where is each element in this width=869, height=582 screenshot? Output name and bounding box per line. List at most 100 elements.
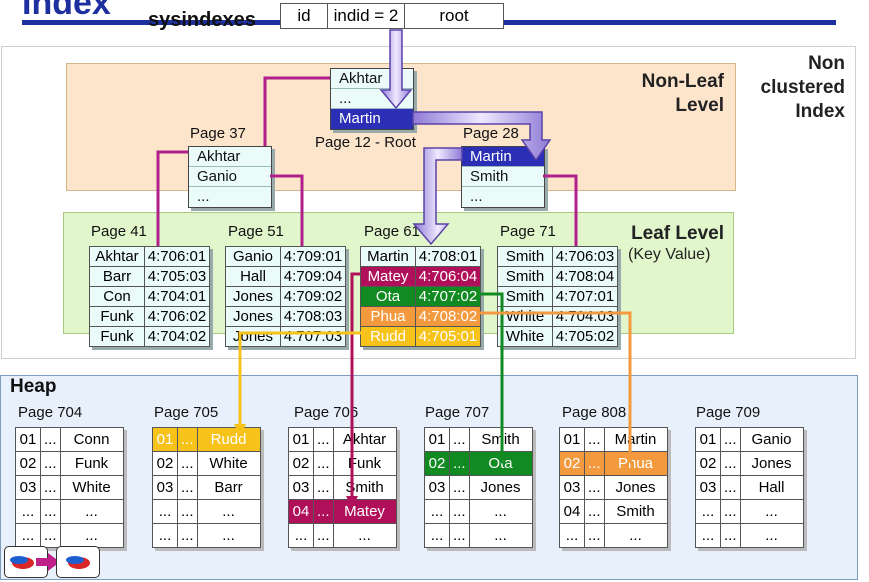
search-arrow-root-to-page28 (412, 111, 552, 162)
heap-row: 02...Funk (15, 451, 124, 476)
heap-value: Jones (603, 475, 668, 500)
leaf-key: Smith (497, 246, 553, 267)
heap-slot: 03 (288, 475, 314, 500)
heap-slot: 01 (288, 427, 314, 452)
leaf-page-label: Page 61 (364, 223, 420, 240)
heap-value: Jones (468, 475, 533, 500)
next-slide-icon (66, 556, 90, 569)
heap-value: ... (468, 499, 533, 524)
search-arrow-sysindexes-to-root (379, 29, 413, 110)
root-row: Akhtar (331, 69, 413, 89)
non-leaf-title-line1: Non-Leaf (641, 71, 724, 92)
heap-value: Matey (332, 499, 397, 524)
heap-row: ......... (15, 523, 124, 548)
heap-slot: ... (152, 499, 178, 524)
heap-slot: ... (424, 523, 450, 548)
heap-value: White (59, 475, 124, 500)
heap-value: Phua (603, 451, 668, 476)
root-row-highlighted: Martin (331, 109, 413, 129)
heap-row: 01...Ganio (695, 427, 804, 452)
heap-row: 02...Jones (695, 451, 804, 476)
heap-gap: ... (720, 499, 741, 524)
rid-pointer-rudd-head (234, 424, 246, 436)
leaf-rid: 4:708:02 (415, 306, 481, 327)
heap-value: ... (332, 523, 397, 548)
previous-slide-icon (10, 556, 34, 569)
leaf-key: Smith (497, 286, 553, 307)
heap-slot: ... (559, 523, 585, 548)
leaf-rid: 4:705:01 (415, 326, 481, 347)
heap-row: ......... (695, 523, 804, 548)
heap-slot: 03 (152, 475, 178, 500)
heap-row-matey: 04...Matey (288, 499, 397, 524)
heap-row: 02...White (152, 451, 261, 476)
next-slide-button[interactable] (56, 546, 100, 578)
heap-value: Akhtar (332, 427, 397, 452)
index-type-line3: Index (795, 101, 845, 122)
heap-page-705: 01...Rudd 02...White 03...Barr .........… (152, 427, 261, 548)
sysindexes-id-cell: id (280, 3, 328, 29)
search-arrow-page28-to-page61 (412, 147, 463, 246)
heap-row: ......... (424, 499, 533, 524)
rid-pointer-matey-head (346, 496, 358, 508)
heap-gap: ... (720, 427, 741, 452)
heap-page-label: Page 808 (562, 404, 627, 421)
sysindexes-entry: id indid = 2 root (280, 3, 504, 29)
index-type-line1: Non (808, 53, 845, 74)
heap-value: Funk (332, 451, 397, 476)
leaf-rid: 4:705:02 (552, 326, 618, 347)
navigation-arrow-icon (36, 553, 60, 571)
page-28-label: Page 28 (463, 125, 519, 142)
heap-value: Conn (59, 427, 124, 452)
leaf-rid: 4:708:01 (415, 246, 481, 267)
heap-row: 01...Martin (559, 427, 668, 452)
leaf-key: Martin (360, 246, 416, 267)
heap-value: Ganio (739, 427, 804, 452)
heap-slot: ... (424, 499, 450, 524)
heap-gap: ... (584, 523, 605, 548)
heap-row: ......... (152, 499, 261, 524)
heap-gap: ... (584, 451, 605, 476)
index-type-title: Non clustered Index (735, 52, 845, 124)
page-37-row: Akhtar (189, 147, 271, 167)
heap-value: Jones (739, 451, 804, 476)
heap-value: ... (196, 523, 261, 548)
heap-value: Barr (196, 475, 261, 500)
heap-row: 03...Jones (559, 475, 668, 500)
rid-pointer-phua-head (624, 452, 636, 464)
heap-row: 03...White (15, 475, 124, 500)
heap-gap: ... (40, 427, 61, 452)
heap-gap: ... (313, 499, 334, 524)
leaf-rid: 4:706:03 (552, 246, 618, 267)
page-37-label: Page 37 (190, 125, 246, 142)
page-28-row: Smith (462, 167, 544, 187)
index-frame (1, 46, 856, 359)
heap-slot: 02 (15, 451, 41, 476)
root-row: ... (331, 89, 413, 109)
heap-slot: ... (695, 523, 721, 548)
rid-pointer-ota-head (496, 452, 508, 464)
heap-gap: ... (177, 475, 198, 500)
root-page: Akhtar ... Martin (330, 68, 414, 130)
leaf-rid: 4:705:03 (144, 266, 210, 287)
heap-gap: ... (177, 523, 198, 548)
heap-slot: ... (15, 523, 41, 548)
leaf-level-title: Leaf Level (631, 223, 724, 244)
heap-slot: 02 (152, 451, 178, 476)
sysindexes-root-cell: root (404, 3, 504, 29)
heap-slot: 03 (695, 475, 721, 500)
leaf-key: Ganio (225, 246, 281, 267)
heap-row: ......... (152, 523, 261, 548)
heap-page-label: Page 704 (18, 404, 83, 421)
